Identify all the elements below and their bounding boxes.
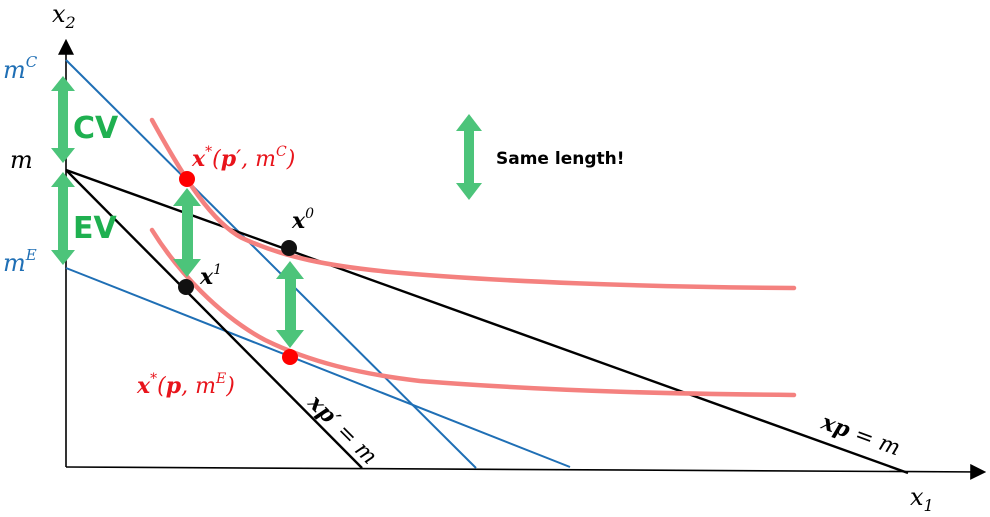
income-label-mE: mE [3, 246, 37, 277]
label-hicks-old-prices: x*(p, mE) [136, 371, 235, 399]
same-length-note: Same length! [496, 149, 625, 169]
x-axis [65, 463, 987, 480]
income-label-m: m [10, 146, 33, 174]
ev-arrow [51, 172, 75, 265]
budget-line-mC [65, 59, 477, 469]
budget-line-mE [65, 267, 571, 468]
label-x0: x0 [291, 206, 314, 234]
y-axis-label: x2 [52, 0, 76, 32]
budget-line-old-prices [65, 168, 909, 475]
ev-label: EV [73, 211, 117, 246]
point-hicks-new-prices [179, 171, 195, 187]
label-x1: x1 [199, 262, 222, 290]
shift-arrow-left [173, 188, 201, 277]
shift-arrow-right [276, 261, 304, 348]
indifference-curve-high [149, 117, 797, 291]
legend-arrow [456, 114, 482, 200]
label-budget-old-prices: xp = m [817, 409, 904, 462]
indifference-curve-low [149, 227, 797, 398]
income-label-mC: mC [3, 53, 38, 84]
point-x1 [178, 279, 194, 295]
budget-line-new-prices [65, 169, 363, 469]
cv-arrow [51, 76, 75, 163]
cv-label: CV [73, 111, 119, 146]
point-hicks-old-prices [282, 349, 298, 365]
label-budget-new-prices: xp′ = m [302, 389, 382, 469]
label-hicks-new-prices: x*(p′, mC) [191, 144, 295, 172]
point-x0 [281, 240, 297, 256]
x-axis-label: x1 [910, 483, 934, 515]
